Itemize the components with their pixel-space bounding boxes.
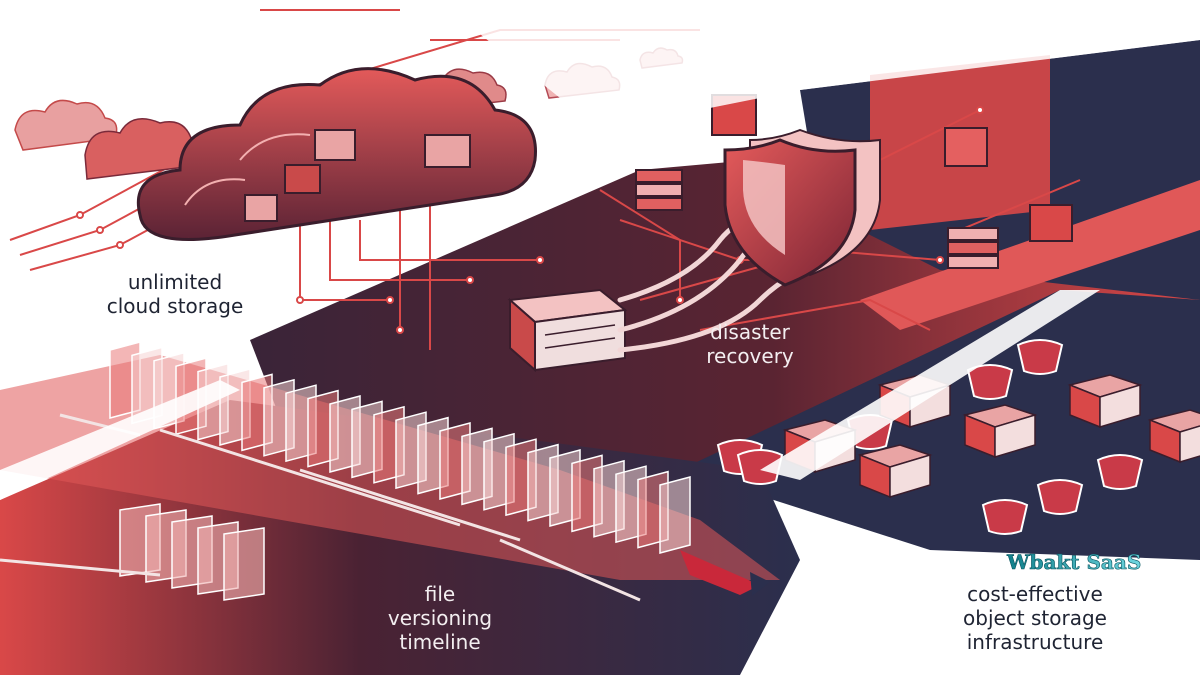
- label-line: versioning: [387, 606, 493, 630]
- server-box-icon: [507, 288, 628, 373]
- circuit-nodes: [76, 106, 984, 334]
- server-stack-icon: [635, 169, 683, 211]
- label-disaster-recovery: disaster recovery: [660, 320, 840, 368]
- label-line: cloud storage: [106, 294, 244, 318]
- storage-server-icon: [1067, 374, 1143, 429]
- label-line: file: [424, 582, 456, 606]
- watermark-text: Wbakt SaaS: [1006, 550, 1141, 574]
- storage-server-icon: [1147, 409, 1200, 464]
- label-line: recovery: [706, 344, 794, 368]
- storage-bucket-icon: [966, 364, 1014, 400]
- label-file-versioning-timeline: file versioning timeline: [360, 582, 520, 654]
- main-cloud-icon: [136, 67, 537, 241]
- label-line: object storage: [963, 606, 1107, 630]
- storage-server-icon: [962, 404, 1038, 459]
- watermark-logo: Wbakt SaaS: [1006, 550, 1142, 575]
- storage-bucket-icon: [1016, 339, 1064, 375]
- divider: [450, 0, 1200, 130]
- label-line: cost-effective: [967, 582, 1103, 606]
- storage-bucket-icon: [736, 449, 784, 485]
- file-version-panel: [659, 476, 691, 554]
- small-cloud-icon: [14, 99, 118, 151]
- storage-bucket-icon: [981, 499, 1029, 535]
- right-red-strip: [860, 180, 1200, 330]
- label-object-storage-infrastructure: cost-effective object storage infrastruc…: [910, 582, 1160, 654]
- server-stack-icon: [947, 227, 999, 269]
- timeline-arrows: [0, 413, 641, 602]
- timeline-arrow-head-icon: [680, 550, 770, 596]
- storage-server-icon: [857, 444, 933, 499]
- label-line: infrastructure: [966, 630, 1104, 654]
- label-line: unlimited: [127, 270, 223, 294]
- label-line: timeline: [399, 630, 481, 654]
- label-line: disaster: [710, 320, 790, 344]
- storage-bucket-icon: [1096, 454, 1144, 490]
- label-unlimited-cloud-storage: unlimited cloud storage: [60, 270, 290, 318]
- file-versioning-stack: [109, 341, 691, 601]
- file-version-panel: [223, 527, 265, 601]
- divider: [760, 290, 1100, 480]
- data-block-icon: [711, 94, 1073, 242]
- divider: [0, 380, 240, 500]
- object-storage-grid: [716, 339, 1200, 535]
- shield-icon: [723, 128, 881, 287]
- storage-bucket-icon: [1036, 479, 1084, 515]
